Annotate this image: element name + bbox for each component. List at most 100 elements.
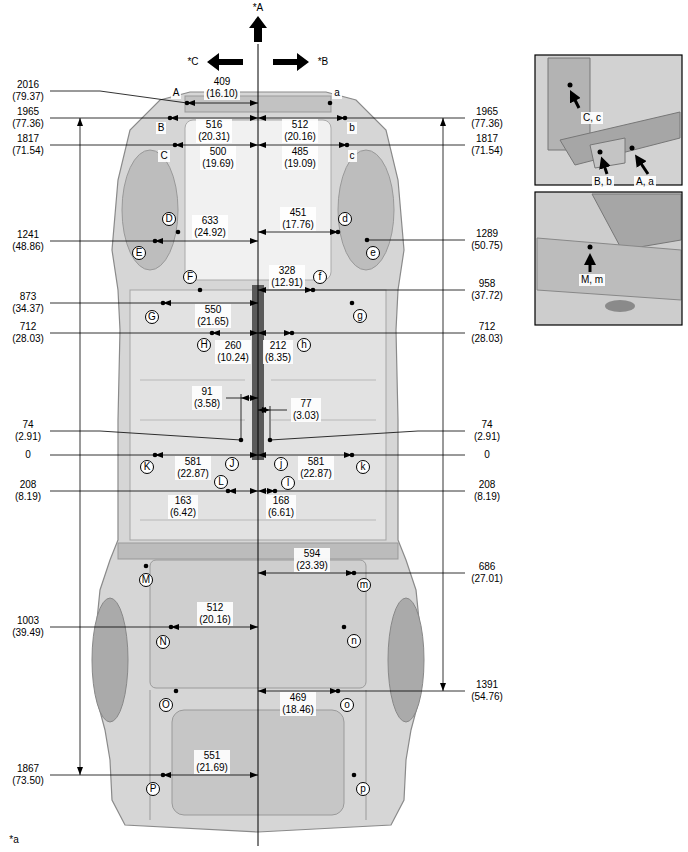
callout-letter: O <box>162 700 170 710</box>
inset-bracket <box>590 138 625 168</box>
view-arrow <box>273 53 309 71</box>
point-dot <box>273 489 278 494</box>
dimension-value: 712 (28.03) <box>471 321 503 345</box>
point-dot <box>226 489 231 494</box>
callout-circle: n <box>347 634 361 648</box>
inset-photo <box>535 55 682 185</box>
dimension-value: 712 (28.03) <box>12 321 44 345</box>
callout-letter: d <box>342 214 348 224</box>
dimension-line <box>443 118 444 455</box>
view-arrow <box>249 16 267 42</box>
callout-circle: O <box>159 698 173 712</box>
callout-circle: g <box>353 309 367 323</box>
inset-plate <box>537 238 681 300</box>
point-dot <box>588 245 593 250</box>
point-dot <box>239 438 244 443</box>
callout-letter: o <box>344 700 350 710</box>
inset-frame <box>535 192 682 325</box>
pointer-arrow <box>604 165 607 174</box>
dimension-line <box>163 775 258 776</box>
callout-circle: F <box>183 270 197 284</box>
dimension-line <box>258 491 275 492</box>
point-dot <box>345 143 350 148</box>
callout-circle: f <box>313 270 327 284</box>
dimension-line <box>258 573 354 574</box>
callout-letter: j <box>280 459 282 469</box>
front-wheel-well <box>338 150 394 270</box>
callout-circle: l <box>281 476 295 490</box>
dimension-value: 409 (16.10) <box>204 76 240 100</box>
rear-wheel-arch <box>388 598 424 722</box>
point-dot <box>336 689 341 694</box>
front-wheel-well <box>122 150 178 270</box>
dimension-value: 873 (34.37) <box>12 291 44 315</box>
point-dot <box>352 571 357 576</box>
callout-circle: L <box>214 475 228 489</box>
dimension-value: 1867 (73.50) <box>12 763 44 787</box>
view-direction-label: *A <box>253 2 264 14</box>
dimension-value: 260 (10.24) <box>215 340 251 364</box>
callout-letter: G <box>148 312 156 322</box>
dimension-value: 2016 (79.37) <box>12 79 44 103</box>
view-arrow <box>207 53 243 71</box>
dimension-value: 1391 (54.76) <box>471 679 503 703</box>
dimension-line <box>187 103 258 104</box>
dimension-value: 328 (12.91) <box>269 265 305 289</box>
point-dot <box>336 230 341 235</box>
dimension-value: 77 (3.03) <box>291 398 321 422</box>
dimension-value: 512 (20.16) <box>197 602 233 626</box>
note-mark: *a <box>9 834 18 846</box>
point-letter: A <box>171 87 182 99</box>
callout-circle: J <box>225 457 239 471</box>
point-letter: B <box>156 122 167 134</box>
point-dot <box>343 116 348 121</box>
dimension-line <box>258 410 270 411</box>
point-dot <box>198 288 203 293</box>
inset-callout: A, a <box>634 176 656 188</box>
dimension-value: 581 (22.87) <box>175 456 211 480</box>
callout-circle: h <box>297 338 311 352</box>
dimension-value: 1965 (77.36) <box>12 106 44 130</box>
dimension-value: 1817 (71.54) <box>471 133 503 157</box>
callout-circle: j <box>274 457 288 471</box>
point-dot <box>174 689 179 694</box>
dimension-value: 451 (17.76) <box>280 207 316 231</box>
dimension-value: 485 (19.09) <box>282 146 318 170</box>
point-dot <box>328 101 333 106</box>
point-dot <box>350 301 355 306</box>
callout-circle: e <box>366 246 380 260</box>
dimension-value: 168 (6.61) <box>266 495 296 519</box>
dimension-value: 550 (21.65) <box>195 304 231 328</box>
pointer-arrow <box>589 262 592 272</box>
measuring-points <box>144 101 370 778</box>
callout-letter: h <box>301 340 307 350</box>
callout-circle: E <box>132 246 146 260</box>
inset-callout: B, b <box>592 176 614 188</box>
callout-letter: l <box>287 478 289 488</box>
dimension-value: 74 (2.91) <box>474 419 500 443</box>
point-dot <box>342 625 347 630</box>
dimension-value: 469 (18.46) <box>280 692 316 716</box>
view-direction-label: *C <box>187 56 198 68</box>
point-dot <box>350 453 355 458</box>
callout-letter: m <box>360 580 368 590</box>
pointer-arrow <box>640 162 648 174</box>
point-dot <box>144 564 149 569</box>
dimension-value: 0 <box>25 449 31 461</box>
callout-letter: k <box>361 462 366 472</box>
dimension-line <box>258 333 292 334</box>
callout-circle: m <box>357 578 371 592</box>
point-letter: a <box>332 87 342 99</box>
dimension-value: 91 (3.58) <box>192 386 222 410</box>
callout-circle: H <box>197 338 211 352</box>
callout-letter: H <box>200 340 207 350</box>
dimension-value: 1241 (48.86) <box>12 229 44 253</box>
inset-photo <box>535 192 682 325</box>
callout-letter: J <box>230 459 235 469</box>
point-dot <box>185 101 190 106</box>
dimension-line <box>228 491 258 492</box>
dimension-value: 581 (22.87) <box>298 456 334 480</box>
dimension-line <box>241 398 258 399</box>
